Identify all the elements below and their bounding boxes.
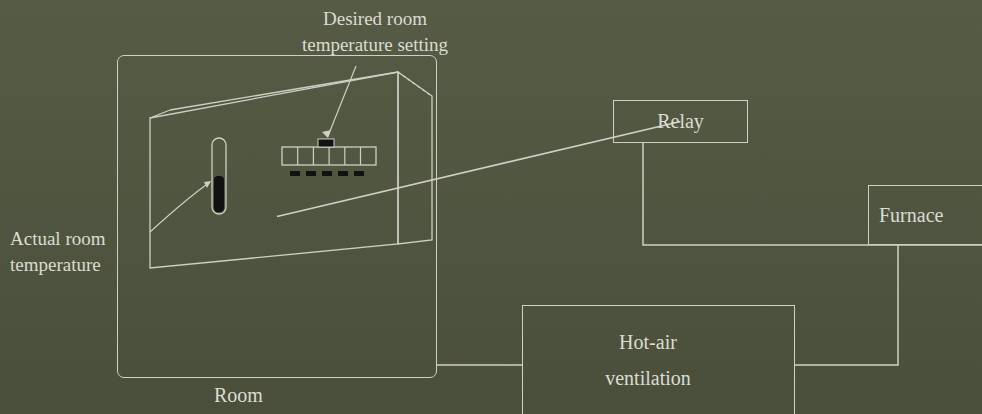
- leader-line: [328, 66, 356, 136]
- ventilation-box: Hot-air ventilation: [522, 305, 795, 414]
- callout-label: Actual room temperature: [10, 226, 185, 277]
- scale-divider: [297, 147, 298, 165]
- node-label: Furnace: [879, 203, 943, 228]
- node-label: Relay: [657, 109, 704, 134]
- setting-scale: [282, 147, 376, 165]
- setting-slider: [318, 139, 334, 147]
- scale-divider: [313, 147, 314, 165]
- thermostat-edge: [398, 72, 430, 95]
- thermostat-side: [398, 72, 432, 244]
- furnace-box: Furnace: [868, 185, 982, 245]
- callout-label: Desired room temperature setting: [280, 6, 470, 57]
- relay-box: Relay: [613, 100, 748, 143]
- node-label: Hot-air ventilation: [593, 324, 703, 396]
- thermostat-edge: [170, 72, 398, 110]
- scale-divider: [360, 147, 361, 165]
- node-label: Room: [214, 383, 263, 408]
- thermometer: [212, 138, 226, 214]
- thermostat-edge: [150, 110, 170, 118]
- leader-arrowhead: [322, 130, 331, 138]
- thermostat-front: [150, 72, 398, 268]
- room-box: Room: [117, 55, 437, 378]
- leader-line: [150, 182, 210, 232]
- scale-mark: [322, 171, 332, 176]
- scale-mark: [306, 171, 316, 176]
- scale-divider: [344, 147, 345, 165]
- connector-line: [795, 245, 898, 365]
- connector-line: [643, 143, 982, 245]
- connector-line: [437, 364, 522, 366]
- scale-mark: [354, 171, 364, 176]
- scale-divider: [329, 147, 330, 165]
- connector-line: [277, 122, 681, 217]
- thermometer-fill: [214, 176, 224, 212]
- leader-arrowhead: [204, 181, 211, 188]
- scale-mark: [338, 171, 348, 176]
- scale-mark: [290, 171, 300, 176]
